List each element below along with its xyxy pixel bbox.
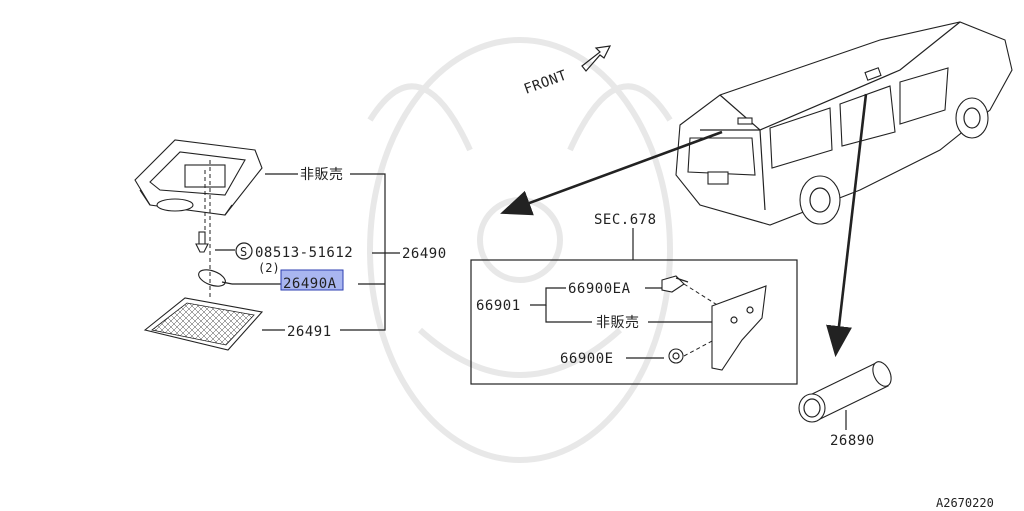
- standard-part-icon: [235, 242, 253, 260]
- cargo-lamp-part: [798, 361, 892, 423]
- screw-part: [195, 231, 209, 253]
- lamp-housing: [134, 139, 263, 216]
- sec-678-box: [470, 259, 798, 385]
- watermark-graphic: [367, 37, 673, 463]
- label-sec-678: SEC.678: [594, 212, 657, 228]
- label-26491: 26491: [287, 324, 332, 340]
- bulb-part: [198, 269, 233, 287]
- label-08513-51612: 08513-51612: [255, 245, 353, 261]
- label-66900e: 66900E: [560, 351, 614, 367]
- label-26490a: 26490A: [283, 276, 337, 292]
- vehicle-wagon: [675, 21, 1013, 226]
- lamp-lens: [143, 297, 264, 351]
- front-arrow-icon: [581, 45, 612, 72]
- grommet-part: [668, 348, 684, 364]
- label-26890: 26890: [830, 433, 875, 449]
- highlight-26490a[interactable]: [280, 269, 344, 291]
- label-not-for-sale-1: 非販売: [300, 167, 344, 183]
- front-label: FRONT: [522, 67, 569, 97]
- label-66900ea: 66900EA: [568, 281, 631, 297]
- label-not-for-sale-2: 非販売: [596, 315, 640, 331]
- clip-part: [661, 275, 689, 293]
- trim-panel: [711, 285, 767, 371]
- left-leaders: [215, 173, 400, 331]
- label-qty-2: (2): [258, 261, 280, 275]
- box-leaders: [530, 287, 712, 359]
- label-26490: 26490: [402, 246, 447, 262]
- pointer-arrow-cargo-lamp: [826, 93, 868, 358]
- standard-part-mark: S: [240, 245, 247, 259]
- figure-code: A2670220: [936, 496, 994, 510]
- label-66901: 66901: [476, 298, 521, 314]
- pointer-arrow-rear: [500, 130, 723, 216]
